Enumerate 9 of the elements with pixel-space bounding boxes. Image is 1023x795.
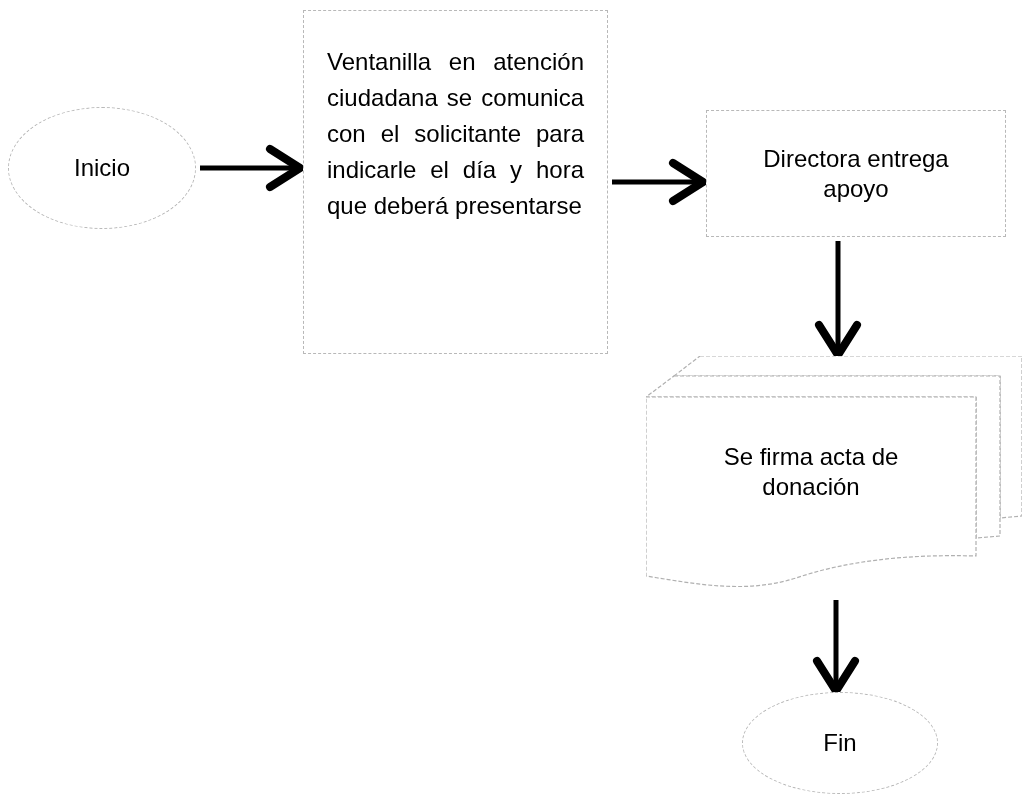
process-box	[303, 10, 608, 354]
node-text: Ventanilla en atención ciudadana se comunica con el solicitante para indicarle el día y hora que deberá presentarse	[327, 47, 584, 221]
arrow	[200, 145, 304, 191]
node-text: Inicio	[74, 153, 130, 183]
node-text: Se firma acta de donación	[722, 442, 900, 502]
arrow	[612, 159, 707, 205]
node-text: Fin	[823, 728, 857, 758]
process-box	[706, 110, 1006, 237]
node-text: Directora entrega apoyo	[762, 143, 950, 204]
